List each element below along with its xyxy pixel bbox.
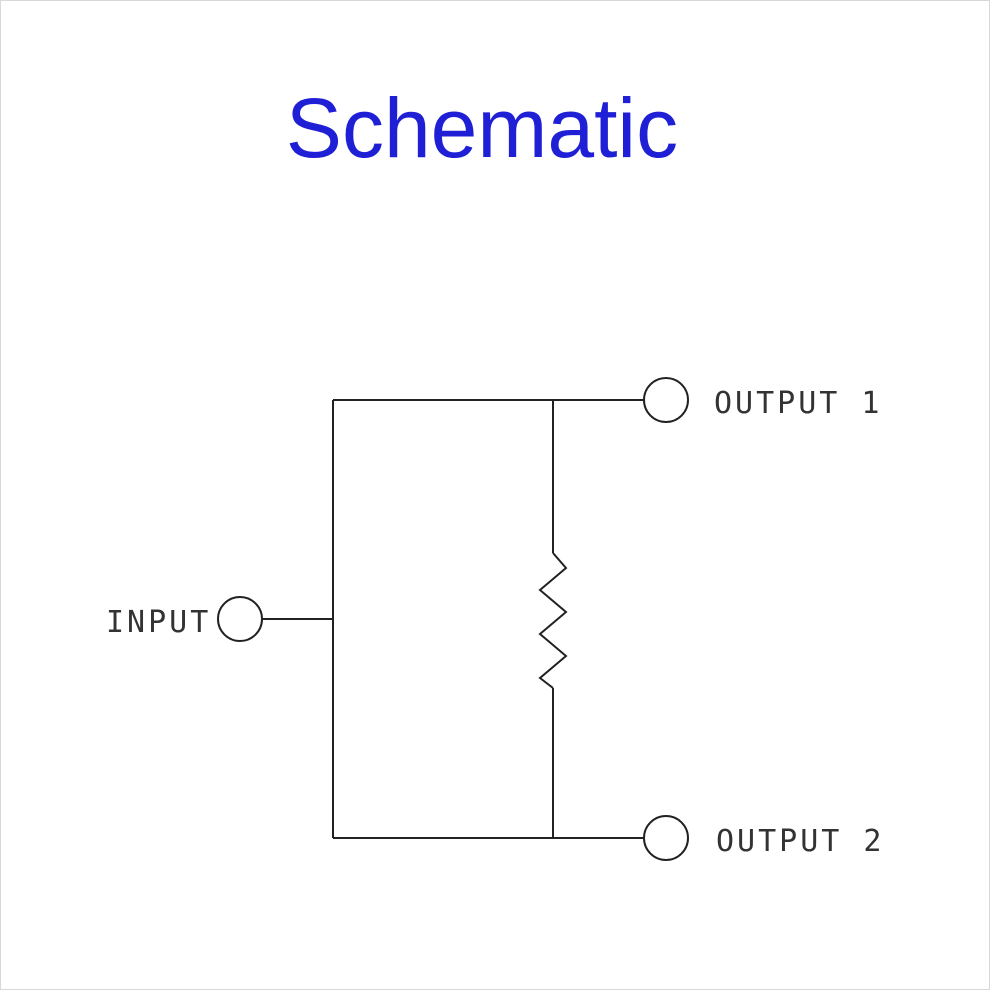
input-terminal (217, 596, 263, 642)
output2-label: OUTPUT 2 (716, 824, 885, 859)
input-label: INPUT (106, 605, 211, 640)
output2-terminal (643, 815, 689, 861)
output1-terminal (643, 377, 689, 423)
page-title: Schematic (285, 81, 679, 175)
output1-label: OUTPUT 1 (714, 386, 883, 421)
resistor-zigzag (538, 552, 568, 689)
